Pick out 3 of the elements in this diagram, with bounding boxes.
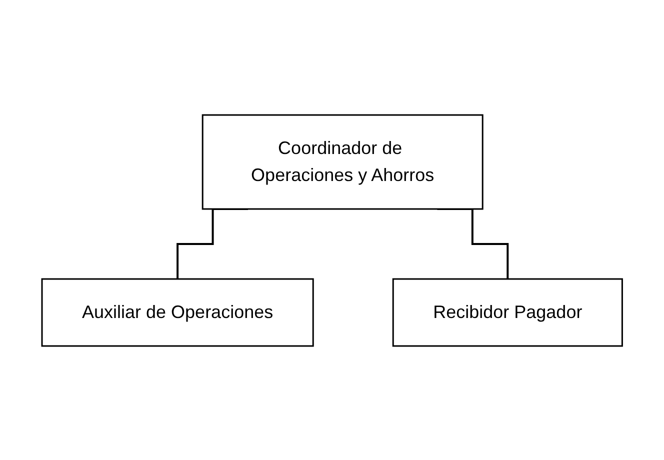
node-box: Recibidor Pagador	[392, 278, 623, 346]
node-box: Coordinador de Operaciones y Ahorros	[202, 114, 484, 210]
node-box: Auxiliar de Operaciones	[41, 278, 314, 346]
